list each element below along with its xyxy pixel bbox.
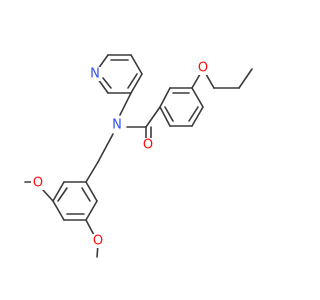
bond [130,73,143,94]
bond [81,187,91,202]
atom-O-methoxy-2: O [93,234,103,249]
bonds [24,54,253,258]
bond [127,73,138,89]
atom-N-pyridine: N [90,67,100,82]
bond [164,106,174,122]
bond [85,200,98,221]
bond [102,77,112,89]
atom-N-amide: N [112,118,122,133]
atom-O-methoxy-1: O [33,176,43,191]
bond [42,189,54,202]
bond [130,54,143,75]
bond [52,200,65,221]
bond [159,106,171,127]
bond [188,106,199,122]
bond [159,87,171,108]
bond [97,54,109,70]
bond [191,87,204,108]
bond [97,78,109,94]
bond [52,181,65,202]
bond [191,106,204,127]
bond [119,92,132,116]
bond [85,161,99,183]
bond [85,181,98,202]
bond [57,187,68,202]
atom-O-carbonyl: O [143,138,153,153]
bond [238,68,253,89]
atom-labels: N N O O O O [31,61,210,249]
atom-O-ether: O [198,61,208,76]
molecule-structure: N N O O O O [24,54,253,258]
bond [97,133,114,163]
bond [145,106,161,128]
